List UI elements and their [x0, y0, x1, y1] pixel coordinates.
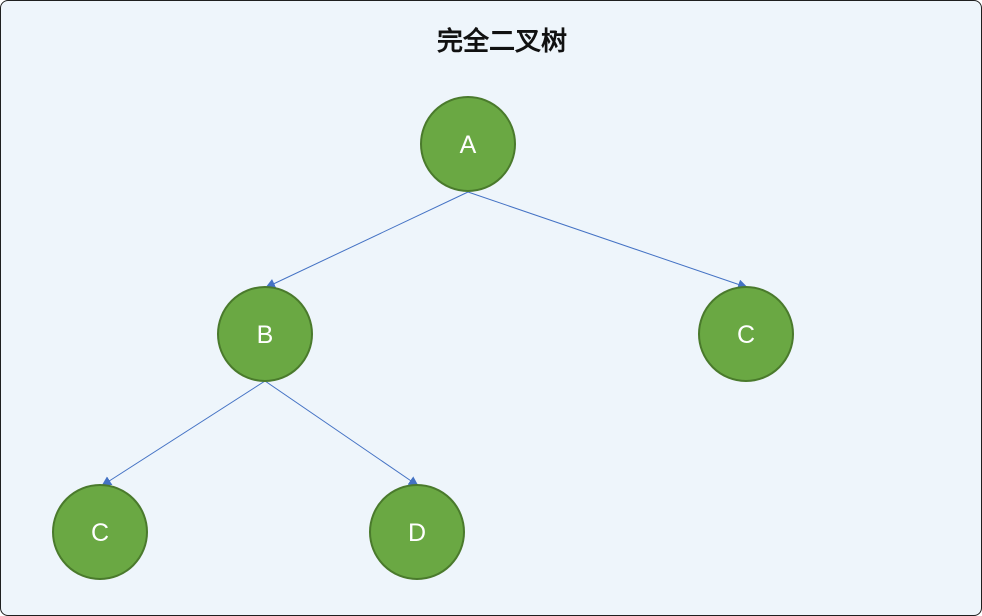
edge-b-c-left	[101, 380, 266, 487]
node-c-left-label: C	[91, 519, 109, 547]
edge-a-c-right	[467, 191, 748, 290]
edge-a-b	[265, 191, 469, 289]
node-c-right-label: C	[737, 321, 755, 349]
node-c-right[interactable]: C	[698, 286, 794, 382]
node-d-label: D	[408, 519, 426, 547]
node-b[interactable]: B	[217, 286, 313, 382]
edge-b-d	[264, 380, 419, 487]
node-c-left[interactable]: C	[52, 484, 148, 580]
node-a[interactable]: A	[420, 96, 516, 192]
node-d[interactable]: D	[369, 484, 465, 580]
node-a-label: A	[460, 131, 477, 159]
diagram-title: 完全二叉树	[436, 27, 567, 57]
node-b-label: B	[257, 321, 274, 349]
